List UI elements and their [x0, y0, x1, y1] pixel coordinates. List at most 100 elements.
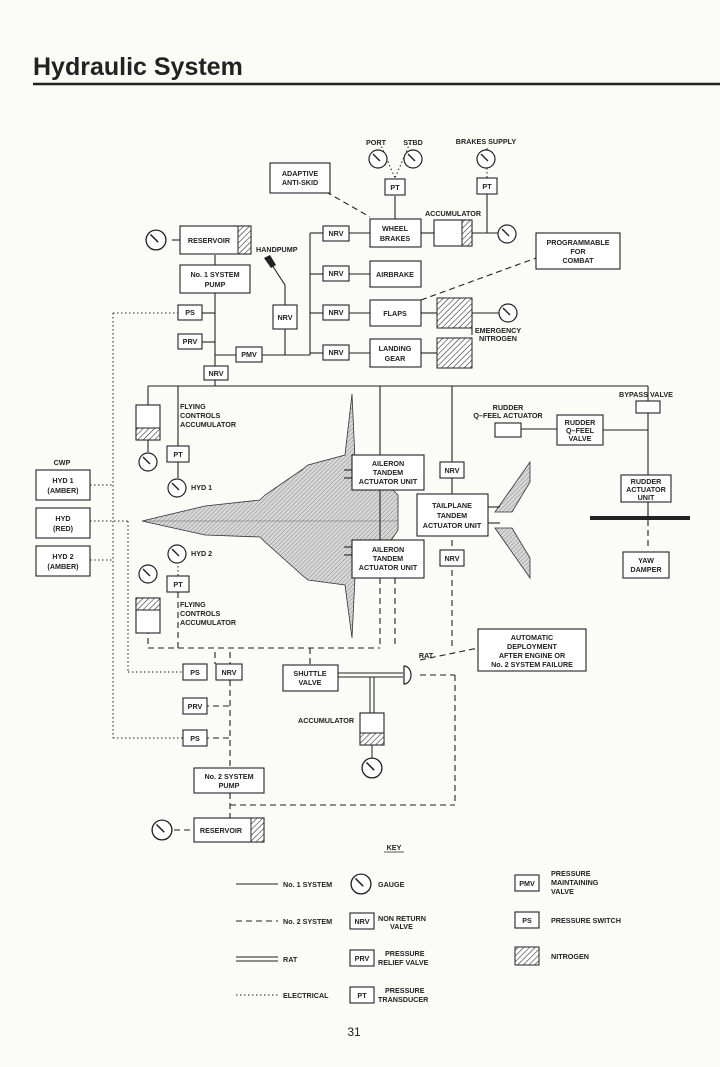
- no1-pump-box: [179, 264, 251, 294]
- qfeel-valve-label: Q–FEEL: [566, 426, 595, 435]
- key-prv-abbr: PRV: [355, 954, 370, 963]
- automatic-deployment-box: [477, 628, 587, 672]
- brakes-label: BRAKES: [380, 234, 411, 243]
- programmable-label: PROGRAMMABLE: [546, 238, 609, 247]
- shuttle-label: SHUTTLE: [293, 669, 326, 678]
- unit-label: UNIT: [638, 493, 655, 502]
- key-ps-label: PRESSURE SWITCH: [551, 916, 621, 925]
- nrv-handpump-label: NRV: [277, 313, 292, 322]
- key-nitrogen-label: NITROGEN: [551, 952, 589, 961]
- key-pmv-box: [514, 874, 540, 892]
- handpump-icon: [264, 255, 276, 268]
- aileron-actuator-upper: [351, 454, 425, 491]
- nrv-flaps-box: [322, 304, 350, 321]
- no2-pump-box: [193, 767, 265, 794]
- rat-label: RAT: [419, 651, 434, 660]
- rat-accumulator-nitrogen: [359, 732, 385, 746]
- prv2-box: [182, 697, 208, 715]
- reservoir1-gauge-icon: [145, 229, 167, 251]
- fc-accumulator1-nitrogen: [135, 427, 161, 441]
- key-pt-abbr: PT: [357, 991, 367, 1000]
- key-pt-label: PRESSURE: [385, 986, 425, 995]
- qfeel-actuator-label: Q–FEEL ACTUATOR: [473, 411, 543, 420]
- adaptive-anti-skid-box: [269, 162, 331, 194]
- gear-nitrogen: [436, 337, 473, 369]
- reservoir2-label: RESERVOIR: [200, 826, 243, 835]
- key-no2-label: No. 2 SYSTEM: [283, 917, 332, 926]
- nrv-gear-box: [322, 344, 350, 361]
- pmv-box: [235, 346, 263, 363]
- fc2-controls-label: CONTROLS: [180, 609, 221, 618]
- landing-gear-box: [369, 338, 422, 368]
- key-prv-label: PRESSURE: [385, 949, 425, 958]
- hyd1-pt-label: PT: [173, 450, 183, 459]
- rat-accumulator-gauge-icon: [361, 757, 383, 779]
- tailplane-lower: [494, 527, 531, 580]
- cwp-hyd2-label: HYD 2: [52, 552, 73, 561]
- hyd2-pt-box: [166, 575, 190, 593]
- page-title: Hydraulic System: [33, 53, 243, 81]
- reservoir2-gauge-icon: [151, 819, 173, 841]
- fc1-accumulator-label: ACCUMULATOR: [180, 420, 237, 429]
- key-electrical-label: ELECTRICAL: [283, 991, 329, 1000]
- cwp-label: CWP: [54, 458, 71, 467]
- flaps-nitrogen: [436, 297, 473, 329]
- deployment-label: DEPLOYMENT: [507, 642, 558, 651]
- nitrogen-label: NITROGEN: [479, 334, 517, 343]
- fc1-flying-label: FLYING: [180, 402, 206, 411]
- supply-pt-box: [476, 177, 498, 195]
- cwp-hyd1-amber-label: (AMBER): [47, 486, 79, 495]
- key-legend: KEY No. 1 SYSTEM No. 2 SYSTEM RAT ELECTR…: [236, 843, 621, 1004]
- reservoir2-nitrogen: [250, 817, 265, 843]
- page-number: 31: [347, 1025, 361, 1039]
- nrv-brakes-label: NRV: [328, 229, 343, 238]
- hyd2-label: HYD 2: [191, 549, 212, 558]
- flaps-box: [369, 299, 422, 327]
- reservoir1-label: RESERVOIR: [188, 236, 231, 245]
- nrv-gear-label: NRV: [328, 348, 343, 357]
- hyd2-gauge-icon: [167, 544, 187, 564]
- reservoir1-nitrogen: [237, 225, 252, 255]
- hyd1-gauge-icon: [167, 478, 187, 498]
- key-gauge-label: GAUGE: [378, 880, 405, 889]
- key-prv-sub-label: RELIEF VALVE: [378, 958, 429, 967]
- key-pt-box: [349, 986, 375, 1004]
- aileron-lower-label: AILERON: [372, 545, 404, 554]
- key-pmv-sub2-label: VALVE: [551, 887, 574, 896]
- port-gauge-icon: [368, 149, 388, 169]
- nrv-tail2-box: [439, 549, 465, 567]
- aileron-actuator-lower: [351, 539, 425, 579]
- nrv-handpump-box: [272, 304, 298, 330]
- supply-pt-label: PT: [482, 182, 492, 191]
- key-nitrogen-swatch: [514, 946, 540, 966]
- cwp-hyd-red-label: (RED): [53, 524, 74, 533]
- ps3-label: PS: [190, 734, 200, 743]
- gear-label: GEAR: [385, 354, 407, 363]
- bypass-valve-label: BYPASS VALVE: [619, 390, 673, 399]
- key-nrv-abbr: NRV: [354, 917, 369, 926]
- ps1-box: [177, 304, 203, 321]
- brakes-supply-label: BRAKES SUPPLY: [456, 137, 517, 146]
- fc-accumulator2-gauge-icon: [138, 564, 158, 584]
- nrv1-box: [203, 365, 229, 381]
- fc1-controls-label: CONTROLS: [180, 411, 221, 420]
- cwp-hyd2-amber-label: (AMBER): [47, 562, 79, 571]
- nrv-flaps-label: NRV: [328, 308, 343, 317]
- fc2-accumulator-label: ACCUMULATOR: [180, 618, 237, 627]
- tailplane-actuator: [416, 493, 489, 537]
- nrv-tail1-box: [439, 461, 465, 479]
- rudder-valve-label: RUDDER: [565, 418, 597, 427]
- cwp-hyd-red: [35, 507, 91, 539]
- valve-label: VALVE: [569, 434, 592, 443]
- cwp-hyd1-label: HYD 1: [52, 476, 73, 485]
- yaw-label: YAW: [638, 556, 654, 565]
- hyd1-pt-box: [166, 445, 190, 463]
- after-engine-label: AFTER ENGINE OR: [499, 651, 566, 660]
- key-pmv-sub-label: MAINTAINING: [551, 878, 599, 887]
- ps3-box: [182, 729, 208, 747]
- adaptive-label: ADAPTIVE: [282, 169, 319, 178]
- key-pt-sub-label: TRANSDUCER: [378, 995, 429, 1004]
- prv1-label: PRV: [183, 337, 198, 346]
- nrv-tail2-label: NRV: [444, 554, 459, 563]
